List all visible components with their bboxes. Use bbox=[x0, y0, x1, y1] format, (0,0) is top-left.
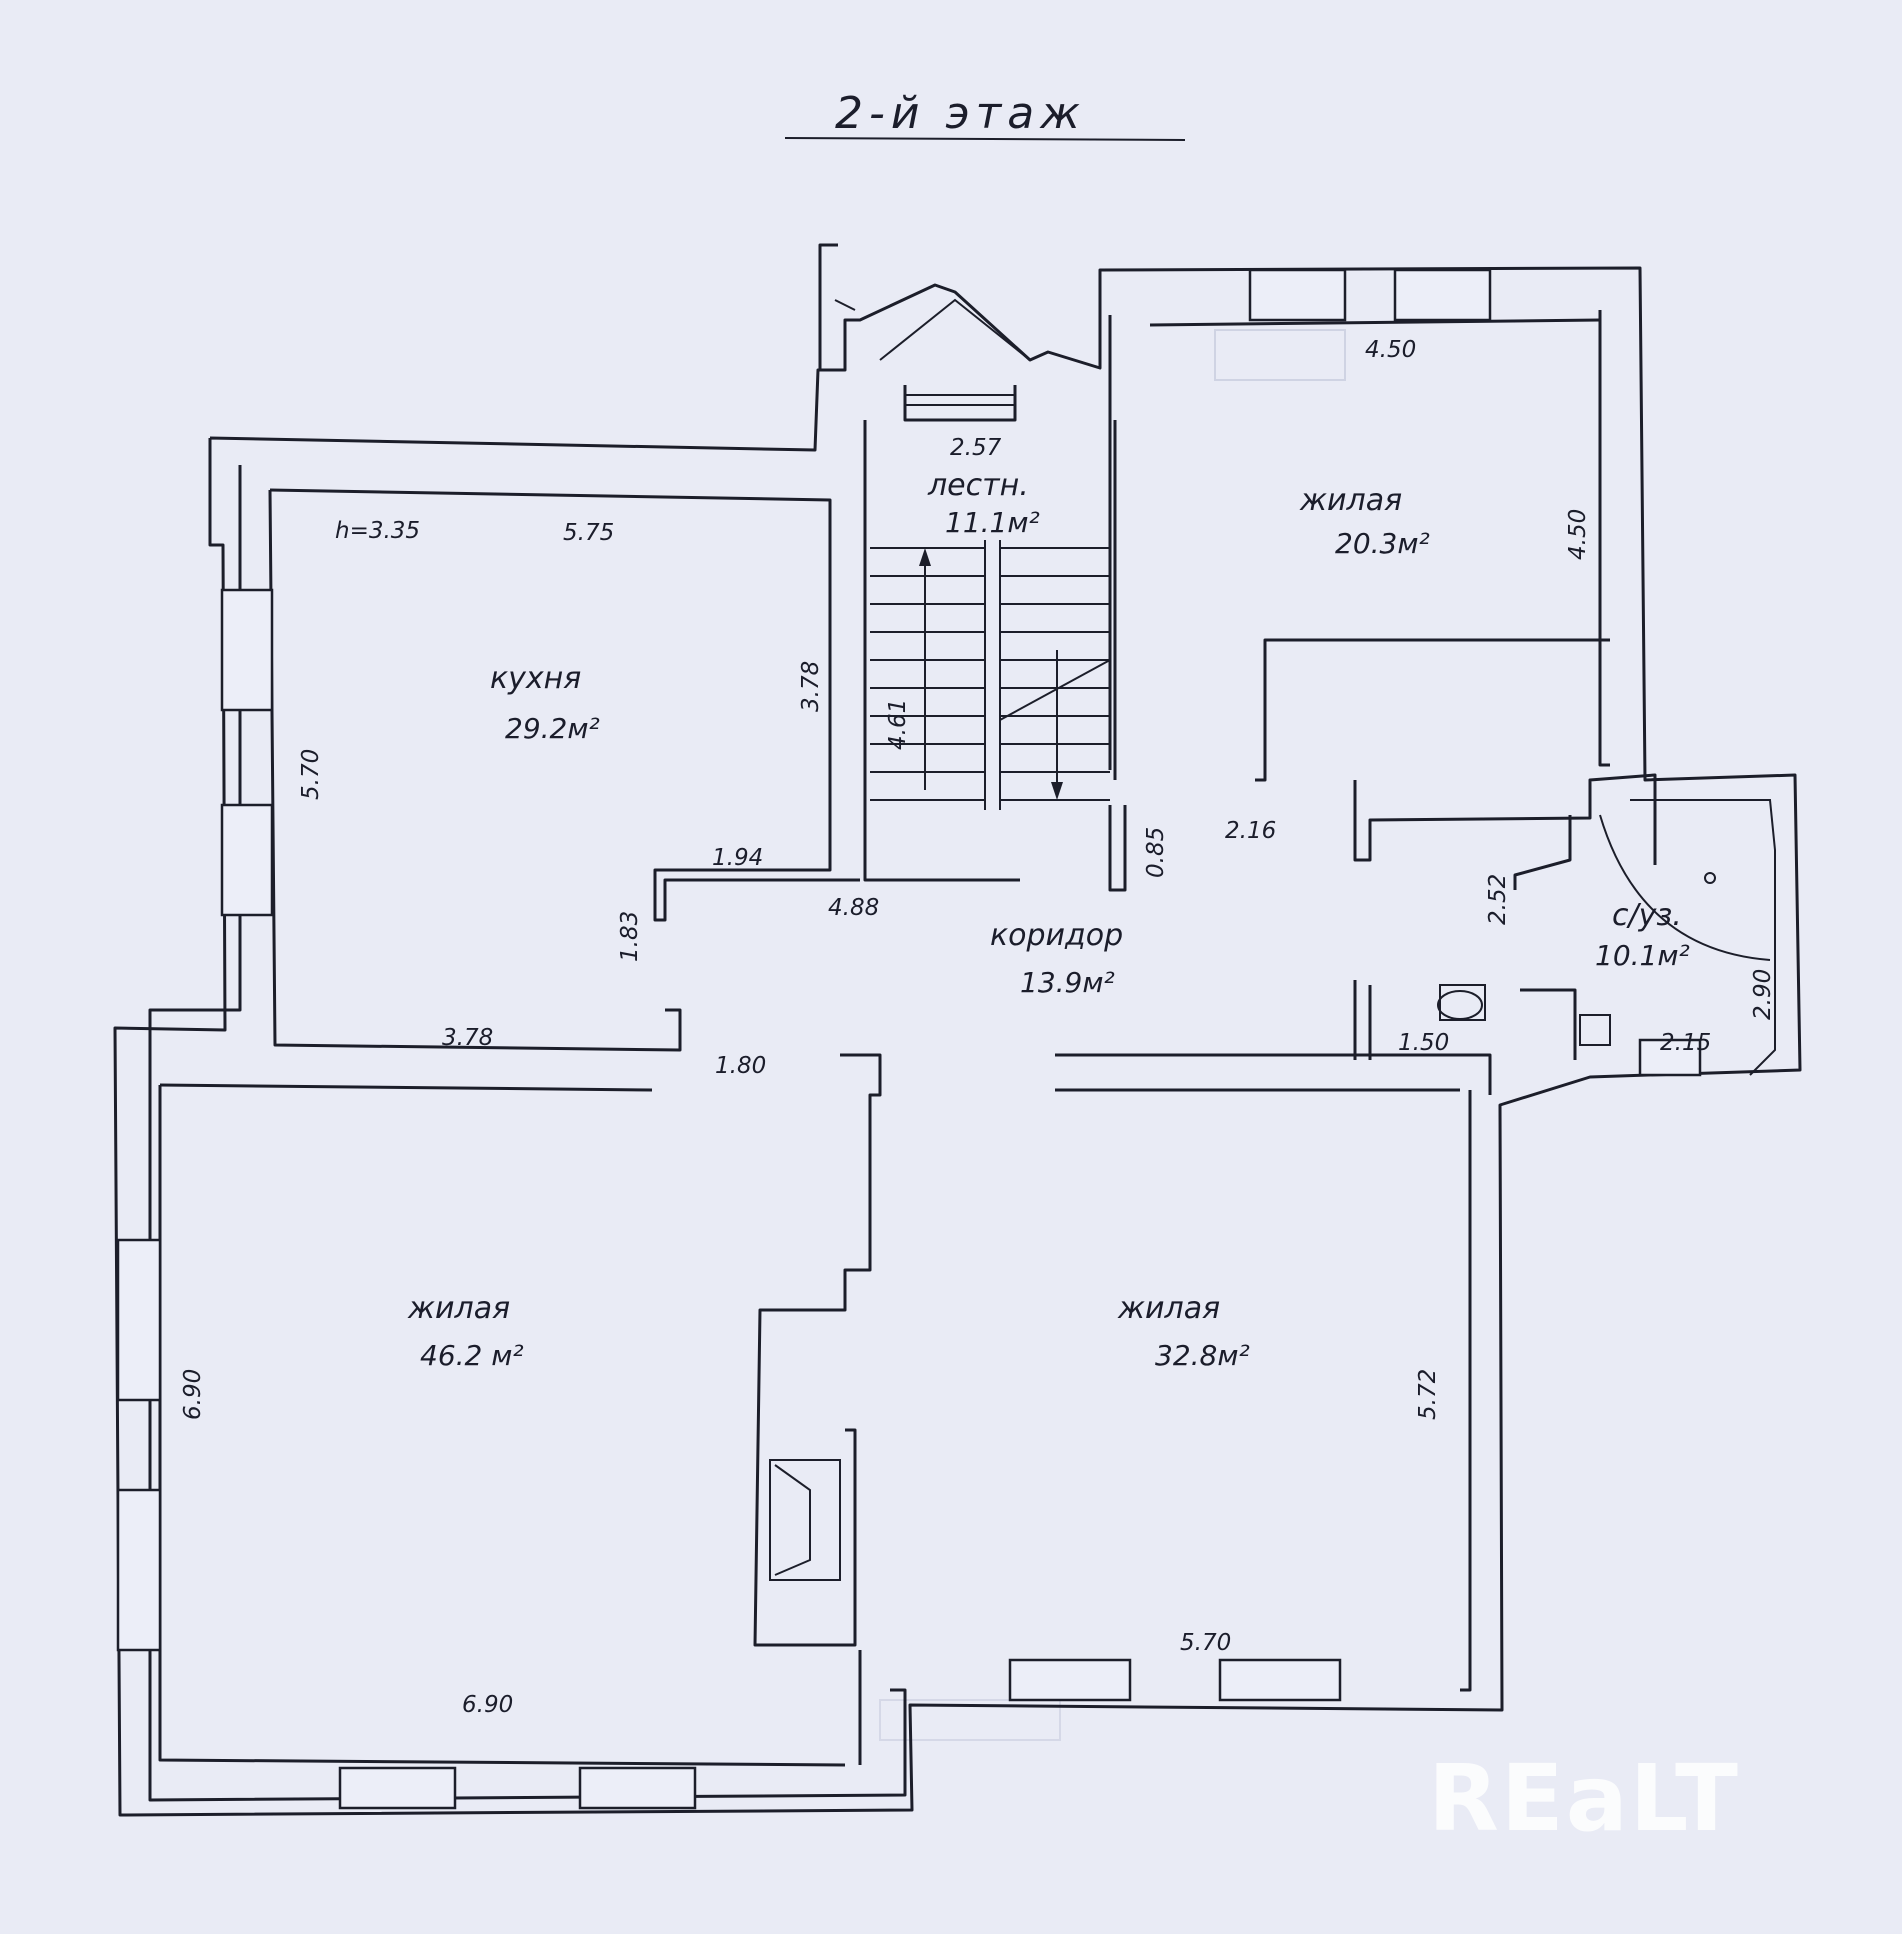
living-ne-area: 20.3м² bbox=[1335, 527, 1430, 560]
dim-living-sw-bottom: 6.90 bbox=[462, 1692, 513, 1718]
floor-title: 2-й этаж bbox=[835, 88, 1086, 139]
window-se-bottom-1 bbox=[1008, 1658, 1132, 1702]
dim-bath-left: 2.52 bbox=[1485, 874, 1511, 925]
window-se-bottom-2 bbox=[1218, 1658, 1342, 1702]
dim-living-ne-right: 4.50 bbox=[1565, 509, 1591, 560]
room-labels: кухня 29.2м² лестн. 11.1м² жилая 20.3м² … bbox=[407, 468, 1690, 1372]
dim-stairs-top: 2.57 bbox=[950, 435, 1002, 461]
dim-living-sw-left: 6.90 bbox=[180, 1369, 206, 1420]
dim-living-se-bottom: 5.70 bbox=[1180, 1630, 1231, 1656]
dim-stairs-side: 4.61 bbox=[885, 699, 911, 750]
dim-kitchen-top: 5.75 bbox=[563, 520, 614, 546]
dim-wc-bottom: 1.50 bbox=[1398, 1030, 1449, 1056]
window-ne-2 bbox=[1393, 268, 1492, 322]
stair-treads bbox=[870, 547, 1110, 801]
corridor-name: коридор bbox=[990, 918, 1123, 953]
dimension-labels: h=3.35 5.75 5.70 3.78 1.94 1.83 3.78 2.5… bbox=[180, 337, 1776, 1718]
window-kitchen-1 bbox=[220, 588, 274, 712]
corridor-area: 13.9м² bbox=[1020, 966, 1115, 999]
dim-corridor-bottom: 1.80 bbox=[715, 1053, 766, 1079]
window-ne-1 bbox=[1248, 268, 1347, 322]
dim-bath-bottom: 2.15 bbox=[1660, 1030, 1711, 1056]
stair-bay bbox=[818, 243, 1031, 422]
window-sw-bottom-2 bbox=[578, 1766, 697, 1810]
dim-bath-right: 2.90 bbox=[1750, 969, 1776, 1020]
living-sw-area: 46.2 м² bbox=[420, 1339, 524, 1372]
window-sw-bottom-1 bbox=[338, 1766, 457, 1810]
living-sw-name: жилая bbox=[407, 1291, 510, 1326]
kitchen-area: 29.2м² bbox=[505, 712, 600, 745]
title-underline bbox=[784, 137, 1186, 141]
corridor-walls bbox=[1055, 638, 1610, 1095]
dim-kitchen-bottom-right: 1.94 bbox=[712, 845, 763, 871]
kitchen-name: кухня bbox=[490, 661, 581, 696]
dim-kitchen-lower: 1.83 bbox=[617, 911, 643, 962]
windows bbox=[116, 268, 1702, 1810]
dim-kitchen-bottom: 3.78 bbox=[442, 1025, 493, 1051]
living-ne-name: жилая bbox=[1299, 483, 1402, 518]
watermark-logo: REaLT bbox=[1428, 1745, 1740, 1852]
staircase bbox=[863, 420, 1117, 882]
dim-kitchen-right: 3.78 bbox=[798, 661, 824, 712]
window-kitchen-2 bbox=[220, 803, 274, 917]
bathroom-walls bbox=[1353, 773, 1776, 1076]
paper-ghost-marks bbox=[879, 329, 1346, 1741]
window-bath bbox=[1638, 1038, 1702, 1077]
dim-stairs-bottom: 4.88 bbox=[828, 895, 879, 921]
outer-walls bbox=[113, 266, 1802, 1817]
dim-corridor-right: 2.16 bbox=[1225, 818, 1276, 844]
dim-corridor-wall: 0.85 bbox=[1143, 827, 1169, 878]
stairs-name: лестн. bbox=[927, 468, 1029, 503]
dim-living-ne-top: 4.50 bbox=[1365, 337, 1416, 363]
living-se-name: жилая bbox=[1117, 1291, 1220, 1326]
window-sw-1 bbox=[116, 1238, 162, 1402]
window-sw-2 bbox=[116, 1488, 162, 1652]
dim-living-se-right: 5.72 bbox=[1415, 1369, 1441, 1420]
dim-kitchen-left: 5.70 bbox=[298, 749, 324, 800]
stairs-area: 11.1м² bbox=[945, 506, 1040, 539]
bathroom-name: с/уз. bbox=[1612, 898, 1682, 933]
ceiling-height: h=3.35 bbox=[335, 518, 420, 544]
bathroom-area: 10.1м² bbox=[1595, 939, 1690, 972]
fireplace bbox=[753, 1053, 882, 1765]
living-se-area: 32.8м² bbox=[1155, 1339, 1250, 1372]
